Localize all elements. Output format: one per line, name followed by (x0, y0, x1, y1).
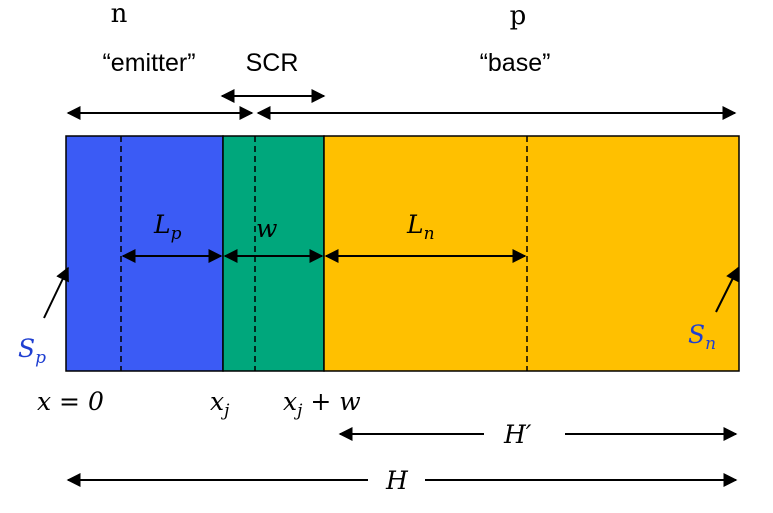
h-prime-label: H′ (503, 420, 532, 449)
sp-label: Sp (18, 334, 46, 368)
scr-label: SCR (246, 49, 299, 77)
h-label: H (385, 466, 409, 495)
emitter-label: “emitter” (102, 49, 195, 77)
x-zero-label: x = 0 (37, 387, 104, 416)
scr-region (222, 135, 325, 372)
sn-label: Sn (688, 320, 716, 354)
sp-pointer-arrow (43, 266, 69, 319)
base-region (323, 135, 740, 372)
base-doping-label: p (510, 1, 527, 31)
lp-label: Lp (153, 210, 182, 244)
emitter-doping-label: n (111, 0, 128, 29)
ln-label: Ln (406, 210, 435, 244)
w-label: w (256, 214, 277, 243)
sn-pointer-arrow (715, 266, 739, 313)
emitter-region (65, 135, 224, 372)
base-label: “base” (480, 49, 551, 77)
xj-label: xj (210, 387, 230, 421)
xj-plus-w-label: xj + w (283, 387, 361, 421)
